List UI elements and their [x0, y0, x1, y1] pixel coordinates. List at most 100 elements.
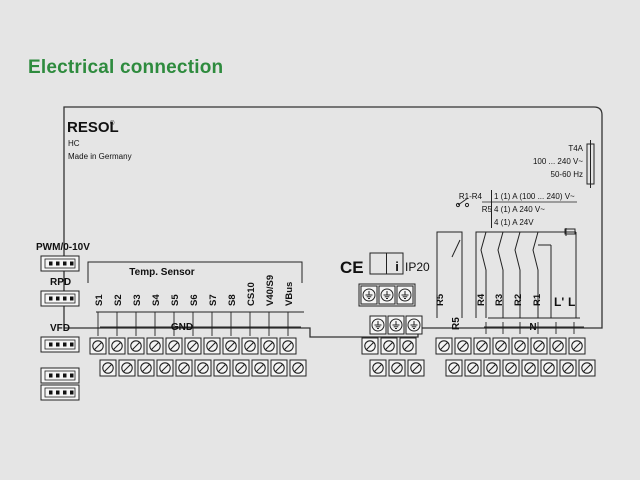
- n-terminal-lower-2[interactable]: [464, 359, 482, 377]
- sensor-terminal-upper-9[interactable]: [241, 337, 259, 355]
- sensor-terminal-upper-8[interactable]: [222, 337, 240, 355]
- relay-terminal-upper-3[interactable]: [473, 337, 491, 355]
- pe-screw-upper-1[interactable]: [361, 337, 379, 355]
- ground-icon-upper-3[interactable]: [396, 285, 414, 305]
- relay-terminal-upper-7[interactable]: [549, 337, 567, 355]
- sensor-terminal-upper-2[interactable]: [108, 337, 126, 355]
- pe-terminal-lower-group: [369, 315, 423, 335]
- sensor-label-3: S3: [132, 294, 143, 306]
- n-terminal-lower-7[interactable]: [559, 359, 577, 377]
- n-terminal-lower-5[interactable]: [521, 359, 539, 377]
- device-model: HC: [68, 139, 80, 148]
- terminal-block-group: [89, 337, 596, 377]
- n-terminal-lower-3[interactable]: [483, 359, 501, 377]
- fuse-rating: T4A: [568, 144, 583, 153]
- n-terminal-lower-6[interactable]: [540, 359, 558, 377]
- n-terminal-lower-1[interactable]: [445, 359, 463, 377]
- sensor-label-10: V40/S9: [265, 275, 276, 306]
- pwm-port-label: PWM/0-10V: [36, 242, 90, 253]
- ground-icon-lower-3[interactable]: [405, 315, 423, 335]
- sensor-label-8: S8: [227, 294, 238, 306]
- r5-label: R5: [435, 293, 446, 306]
- relay-label-r4: R4: [476, 293, 487, 306]
- rpd-port-connector[interactable]: [40, 290, 80, 307]
- n-terminal-lower-8[interactable]: [578, 359, 596, 377]
- fuse-frequency: 50-60 Hz: [551, 170, 583, 179]
- relay-label-r3: R3: [494, 294, 505, 306]
- sensor-terminal-upper-1[interactable]: [89, 337, 107, 355]
- r5-lower-label: R5: [451, 317, 462, 330]
- sensor-terminal-upper-6[interactable]: [184, 337, 202, 355]
- sensor-label-2: S2: [113, 294, 124, 306]
- rpd-port-label: RPD: [50, 277, 71, 288]
- ip-rating: IP20: [405, 260, 430, 274]
- sensor-terminal-upper-5[interactable]: [165, 337, 183, 355]
- sensor-label-9: CS10: [246, 282, 257, 306]
- left-port-group: [40, 255, 80, 401]
- sensor-label-5: S5: [170, 294, 181, 306]
- pe-screw-lower-1[interactable]: [369, 359, 387, 377]
- relay-terminal-upper-6[interactable]: [530, 337, 548, 355]
- sensor-label-11: VBus: [284, 282, 295, 306]
- pe-screw-upper-3[interactable]: [399, 337, 417, 355]
- sensor-terminal-upper-7[interactable]: [203, 337, 221, 355]
- switch-symbol-icon: [455, 202, 461, 208]
- relay-r5-label: R5: [482, 205, 493, 214]
- gnd-terminal-lower-5[interactable]: [175, 359, 193, 377]
- relay-terminal-upper-8[interactable]: [568, 337, 586, 355]
- pe-screw-lower-2[interactable]: [388, 359, 406, 377]
- sensor-terminal-upper-11[interactable]: [279, 337, 297, 355]
- pwm-port-connector[interactable]: [40, 255, 80, 272]
- relay-r5-value: 4 (1) A 240 V~: [494, 205, 545, 214]
- gnd-terminal-lower-7[interactable]: [213, 359, 231, 377]
- ground-icon-upper-1[interactable]: [360, 285, 378, 305]
- ground-icon-lower-1[interactable]: [369, 315, 387, 335]
- gnd-terminal-lower-4[interactable]: [156, 359, 174, 377]
- gnd-terminal-lower-11[interactable]: [289, 359, 307, 377]
- gnd-terminal-lower-3[interactable]: [137, 359, 155, 377]
- sensor-terminal-upper-3[interactable]: [127, 337, 145, 355]
- extra-port-connector-1[interactable]: [40, 367, 80, 384]
- relay-wiring: [436, 228, 580, 319]
- vfd-port-label: VFD: [50, 323, 70, 334]
- pe-screw-lower-3[interactable]: [407, 359, 425, 377]
- relay-terminal-upper-2[interactable]: [454, 337, 472, 355]
- pe-screw-upper-2[interactable]: [380, 337, 398, 355]
- relay-terminal-upper-4[interactable]: [492, 337, 510, 355]
- relay-terminal-upper-5[interactable]: [511, 337, 529, 355]
- relay-label-r1: R1: [532, 293, 543, 306]
- gnd-label: GND: [171, 322, 193, 333]
- sensor-terminal-upper-10[interactable]: [260, 337, 278, 355]
- sensor-label-4: S4: [151, 294, 162, 306]
- gnd-terminal-lower-1[interactable]: [99, 359, 117, 377]
- device-origin: Made in Germany: [68, 152, 132, 161]
- relay-label-r2: R2: [513, 294, 524, 306]
- gnd-terminal-lower-6[interactable]: [194, 359, 212, 377]
- sensor-terminal-upper-4[interactable]: [146, 337, 164, 355]
- gnd-terminal-lower-2[interactable]: [118, 359, 136, 377]
- extra-port-connector-2[interactable]: [40, 384, 80, 401]
- brand-registered-mark: ®: [110, 120, 115, 127]
- temp-sensor-label: Temp. Sensor: [129, 267, 194, 278]
- gnd-terminal-lower-8[interactable]: [232, 359, 250, 377]
- n-terminal-lower-4[interactable]: [502, 359, 520, 377]
- relay-r1-r4-label: R1-R4: [459, 192, 483, 201]
- gnd-terminal-lower-9[interactable]: [251, 359, 269, 377]
- ground-icon-lower-2[interactable]: [387, 315, 405, 335]
- vfd-port-connector[interactable]: [40, 336, 80, 353]
- device-outline: [63, 106, 603, 338]
- sensor-label-6: S6: [189, 294, 200, 306]
- sensor-label-7: S7: [208, 294, 219, 306]
- relay-terminal-upper-1[interactable]: [435, 337, 453, 355]
- brand-logo: RESOL: [67, 119, 119, 136]
- ce-mark: CE: [340, 258, 364, 277]
- pe-terminal-upper-group: [358, 283, 416, 307]
- ground-icon-upper-2[interactable]: [378, 285, 396, 305]
- relay-extra-value: 4 (1) A 24V: [494, 218, 534, 227]
- gnd-terminal-lower-10[interactable]: [270, 359, 288, 377]
- relay-r1-r4-value: 1 (1) A (100 ... 240) V~: [494, 192, 575, 201]
- page-title: Electrical connection: [28, 57, 224, 78]
- mains-label-1: L': [554, 295, 564, 309]
